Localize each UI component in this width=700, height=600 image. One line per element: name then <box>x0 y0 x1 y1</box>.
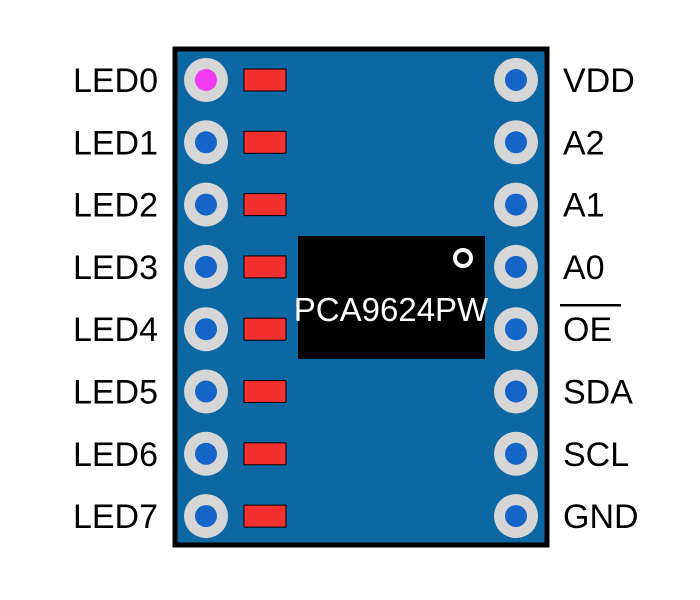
chip-label: PCA9624PW <box>294 291 489 328</box>
pad-center <box>195 193 217 216</box>
resistor <box>243 255 287 279</box>
pad-center <box>195 255 217 278</box>
resistor <box>243 130 287 154</box>
pin1-pad-center <box>195 69 217 91</box>
pin-label-left: LED3 <box>73 249 158 287</box>
pin-label-right: A2 <box>563 124 605 162</box>
pin-label-left: LED2 <box>73 187 158 225</box>
pad-center <box>505 131 527 154</box>
pad-center <box>195 442 217 465</box>
pad-center <box>505 193 527 216</box>
pin-label-left: LED5 <box>73 374 158 412</box>
pin-label-right: A0 <box>563 249 605 287</box>
resistor <box>243 442 287 466</box>
pin-label-right: OE <box>563 311 612 349</box>
pin-label-left: LED1 <box>73 124 158 162</box>
pad-center <box>505 505 527 528</box>
pad-center <box>195 380 217 403</box>
pad-center <box>195 131 217 154</box>
pin-label-right: GND <box>563 498 639 536</box>
pin-label-right: A1 <box>563 187 605 225</box>
resistor <box>243 380 287 403</box>
pad-center <box>505 442 527 465</box>
resistor <box>243 68 287 92</box>
pin1-marker-dot <box>453 248 473 268</box>
pin-label-right: VDD <box>563 62 635 100</box>
pad-center <box>195 318 217 341</box>
resistor <box>243 504 287 528</box>
pad-center <box>505 318 527 341</box>
pin-label-left: LED0 <box>73 62 158 100</box>
pin-label-right: SCL <box>563 436 629 474</box>
pin-label-left: LED7 <box>73 498 158 536</box>
pad-center <box>505 380 527 403</box>
pin-label-right: SDA <box>563 374 633 412</box>
resistor <box>243 317 287 341</box>
pad-center <box>195 505 217 528</box>
resistor <box>243 193 287 217</box>
pin-label-left: LED6 <box>73 436 158 474</box>
pad-center <box>505 69 527 91</box>
pad-center <box>505 255 527 278</box>
pin-label-left: LED4 <box>73 311 158 349</box>
